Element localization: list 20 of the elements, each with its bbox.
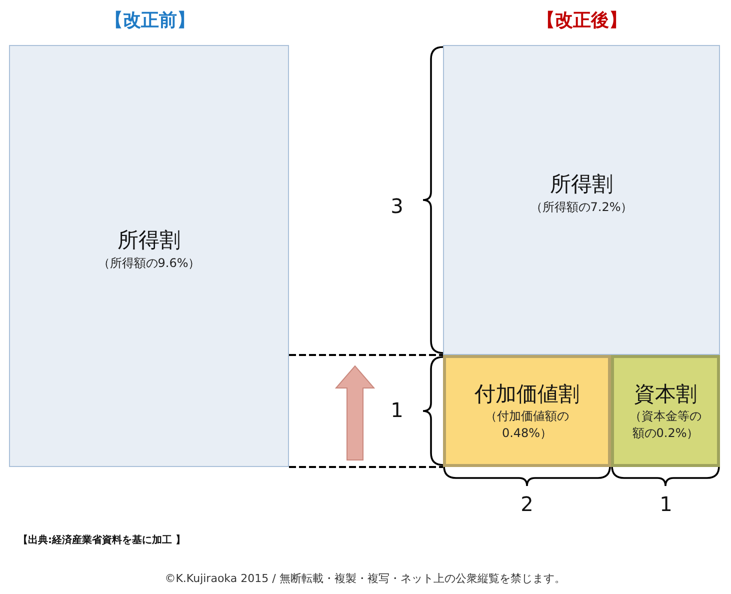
block-note: （資本金等の額の0.2%） <box>628 408 702 441</box>
source-note: 【出典:経済産業省資料を基に加工 】 <box>18 533 186 547</box>
block-note: （付加価値額の0.48%） <box>484 408 570 441</box>
copyright-note: ©K.Kujiraoka 2015 / 無断転載・複製・複写・ネット上の公衆縦覧を禁じます。 <box>164 571 566 586</box>
tax-block <box>443 45 720 355</box>
block-title: 所得割 <box>550 171 613 198</box>
heading: 【改正後】 <box>537 9 627 32</box>
ratio-number: 1 <box>660 492 672 516</box>
tax-block <box>611 355 720 467</box>
block-title: 付加価値割 <box>474 381 580 408</box>
block-title: 所得割 <box>118 227 180 254</box>
block-title: 資本割 <box>634 381 697 408</box>
ratio-number: 2 <box>520 492 534 516</box>
heading: 【改正前】 <box>105 9 195 32</box>
tax-block <box>9 45 289 467</box>
ratio-number: 3 <box>390 194 404 218</box>
block-note: （所得額の9.6%） <box>98 254 200 271</box>
block-note: （所得額の7.2%） <box>530 198 633 215</box>
tax-block <box>443 355 611 467</box>
ratio-number: 1 <box>390 398 404 422</box>
